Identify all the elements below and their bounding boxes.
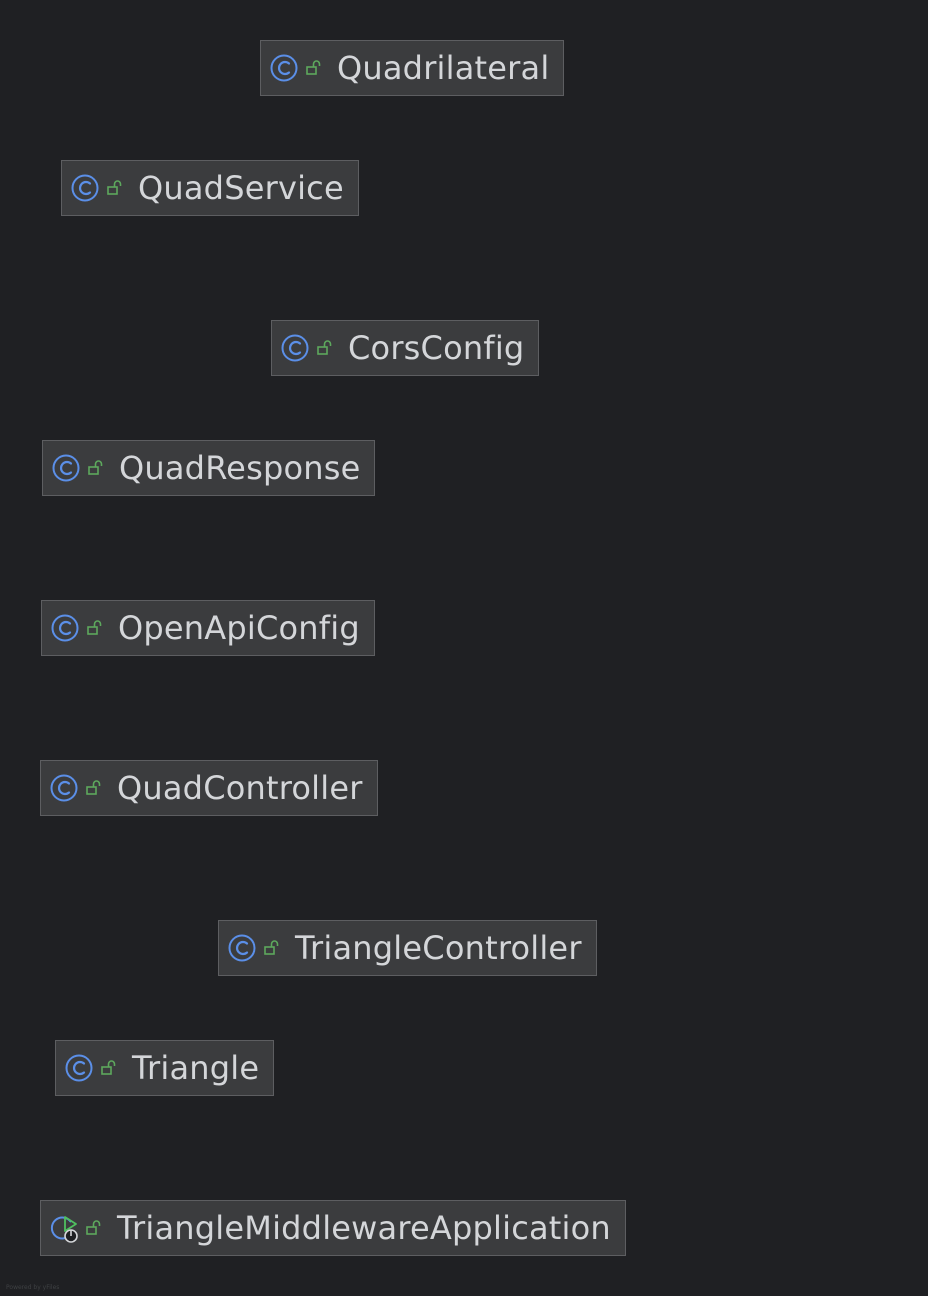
public-lock-icon [88,460,103,475]
class-node-trianglecontroller[interactable]: TriangleController [218,920,597,976]
class-name: CorsConfig [348,329,525,367]
class-node-quadservice[interactable]: QuadService [61,160,359,216]
class-name: QuadService [138,169,344,207]
class-node-trianglemiddlewareapplication[interactable]: TriangleMiddlewareApplication [40,1200,626,1256]
public-lock-icon [264,940,279,955]
class-node-corsconfig[interactable]: CorsConfig [271,320,540,376]
class-icon [51,614,79,642]
public-lock-icon [306,60,321,75]
public-lock-icon [101,1060,116,1075]
class-icon [52,454,80,482]
class-icon [228,934,256,962]
class-icon [65,1054,93,1082]
class-node-quadresponse[interactable]: QuadResponse [42,440,376,496]
public-lock-icon [86,780,101,795]
class-icon [281,334,309,362]
public-lock-icon [107,180,122,195]
class-node-triangle[interactable]: Triangle [55,1040,275,1096]
class-name: TriangleMiddlewareApplication [117,1209,611,1247]
class-icon [71,174,99,202]
class-name: QuadResponse [119,449,361,487]
class-name: Quadrilateral [337,49,550,87]
powered-by-note: Powered by yFiles [6,1284,60,1291]
spring-boot-application-icon [50,1216,78,1243]
class-name: QuadController [117,769,363,807]
class-node-quadcontroller[interactable]: QuadController [40,760,378,816]
class-node-quadrilateral[interactable]: Quadrilateral [260,40,565,96]
class-node-openapiconfig[interactable]: OpenApiConfig [41,600,375,656]
public-lock-icon [86,1220,101,1235]
class-icon [270,54,298,82]
class-name: TriangleController [295,929,582,967]
class-name: Triangle [132,1049,260,1087]
public-lock-icon [317,340,332,355]
class-icon [50,774,78,802]
public-lock-icon [87,620,102,635]
class-name: OpenApiConfig [118,609,360,647]
